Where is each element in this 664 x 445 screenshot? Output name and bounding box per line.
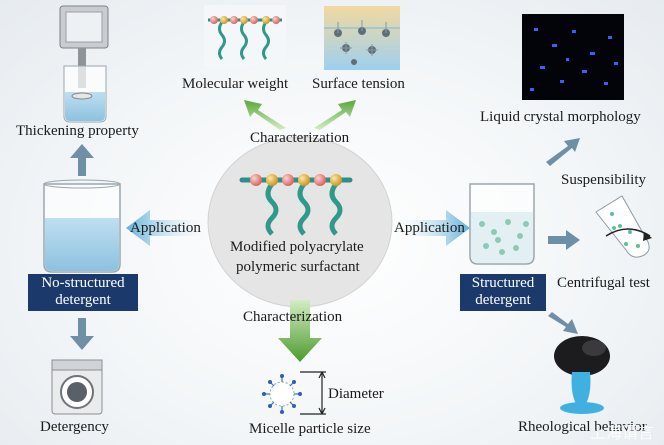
structured-box-line1: Structured bbox=[471, 275, 535, 291]
empty-beaker-image bbox=[43, 179, 121, 273]
detergency-label: Detergency bbox=[40, 419, 109, 435]
left-column-arrows bbox=[70, 144, 94, 350]
right-column-arrows bbox=[546, 138, 580, 334]
washing-machine-icon bbox=[51, 359, 103, 415]
structured-detergent-box: Structured detergent bbox=[460, 274, 546, 311]
rheological-label: Rheological behavior bbox=[518, 419, 647, 435]
up-arrows-icon bbox=[244, 100, 356, 130]
surface-tension-image bbox=[324, 6, 400, 70]
suspensibility-label: Suspensibility bbox=[561, 172, 647, 188]
surface-tension-label: Surface tension bbox=[312, 76, 405, 92]
mixer-beaker-image bbox=[59, 5, 109, 123]
micelle-icon bbox=[262, 374, 302, 414]
liquid-crystal-image bbox=[522, 14, 624, 100]
polymer-molecule-icon bbox=[239, 174, 353, 236]
centrifuge-tube-icon bbox=[595, 195, 652, 258]
molecular-weight-label: Molecular weight bbox=[182, 76, 289, 92]
no-structured-detergent-box: No-structured detergent bbox=[28, 274, 138, 311]
thickening-label: Thickening property bbox=[16, 123, 139, 139]
right-application-label: Application bbox=[394, 220, 465, 236]
down-arrow-icon bbox=[278, 300, 322, 362]
diameter-label: Diameter bbox=[328, 386, 384, 402]
centrifugal-label: Centrifugal test bbox=[557, 275, 650, 291]
left-application-label: Application bbox=[130, 220, 201, 236]
center-line2: polymeric surfactant bbox=[236, 259, 360, 275]
top-characterization-label: Characterization bbox=[250, 130, 350, 146]
center-line1: Modified polyacrylate bbox=[230, 239, 364, 255]
rheology-image bbox=[554, 336, 610, 414]
bottom-characterization-label: Characterization bbox=[243, 309, 343, 325]
molecular-weight-image bbox=[204, 5, 286, 67]
watermark-text: 上海谓言 bbox=[590, 423, 655, 442]
micelle-label: Micelle particle size bbox=[249, 421, 371, 437]
liquid-crystal-label: Liquid crystal morphology bbox=[480, 109, 641, 125]
structured-box-line2: detergent bbox=[475, 292, 531, 308]
no-structured-box-line2: detergent bbox=[55, 292, 111, 308]
diameter-bracket bbox=[300, 371, 326, 415]
right-arrow-icon bbox=[390, 210, 470, 246]
no-structured-box-line1: No-structured bbox=[41, 275, 125, 291]
structured-beaker-image bbox=[469, 183, 535, 265]
left-arrow-icon bbox=[126, 210, 212, 246]
